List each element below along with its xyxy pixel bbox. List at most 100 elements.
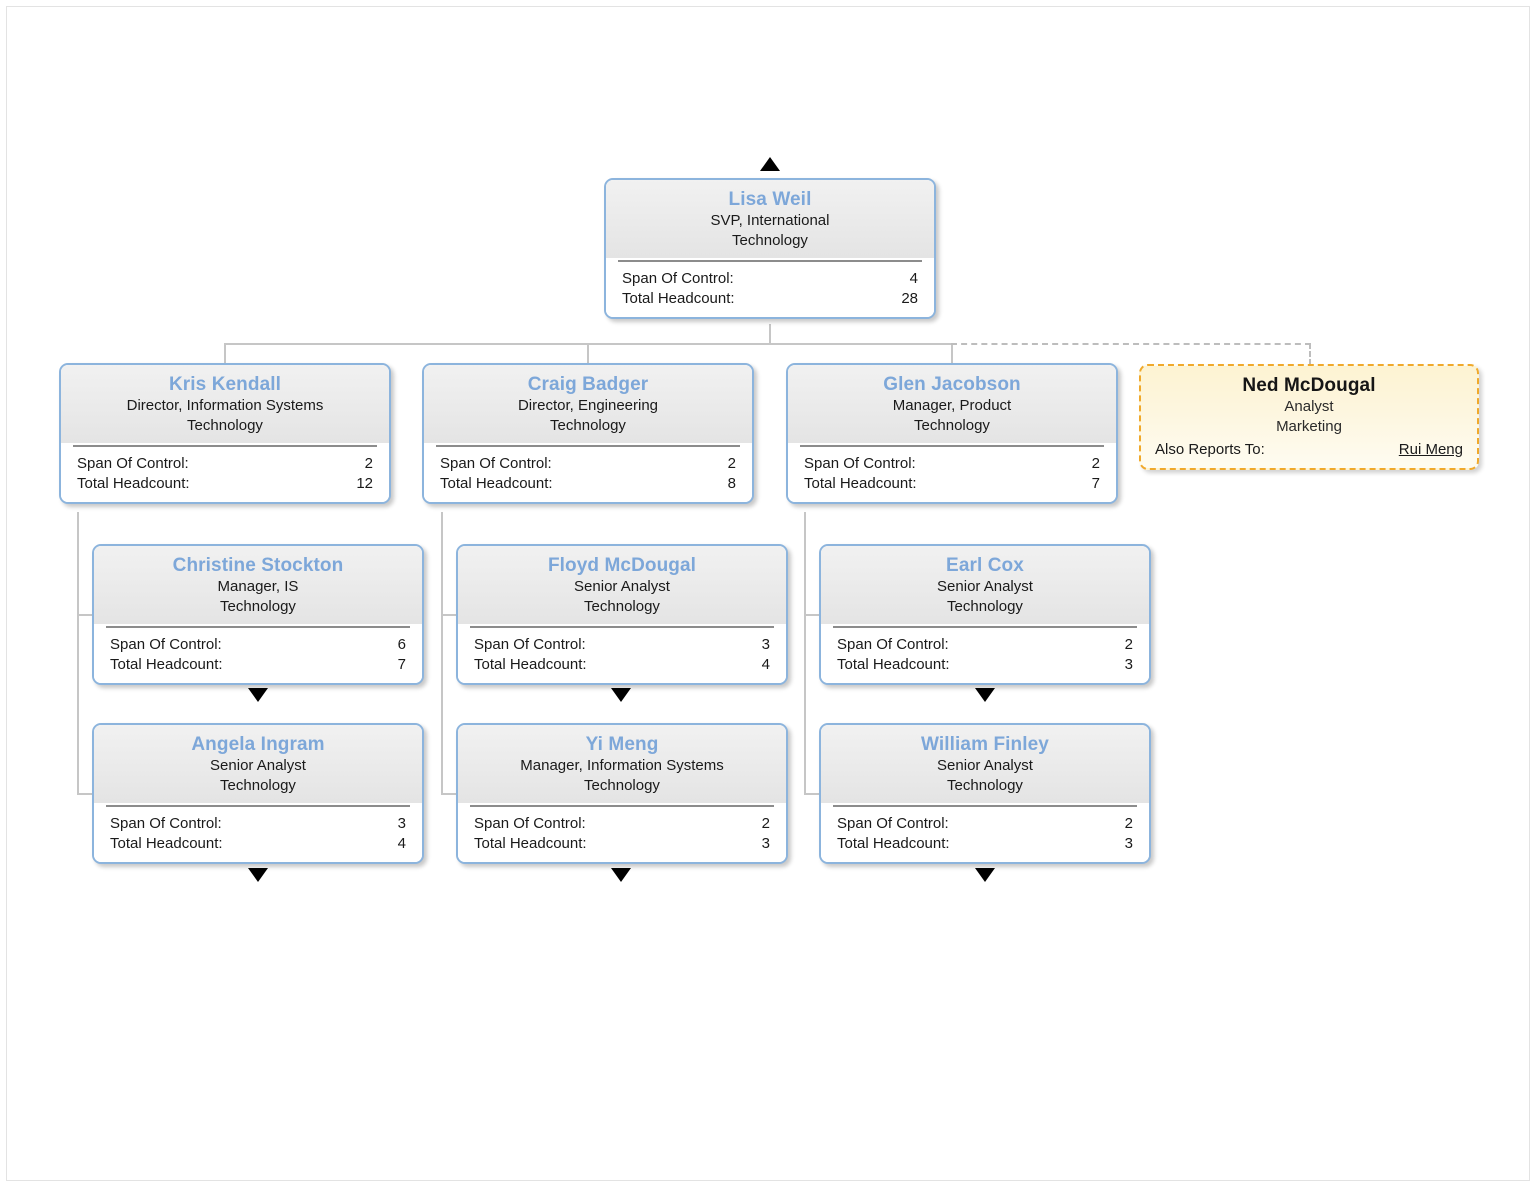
node-separator (106, 626, 410, 628)
stat-value: 7 (397, 656, 406, 673)
node-separator (106, 805, 410, 807)
connector-dashed-ned-horizontal (951, 343, 1311, 345)
node-name: Glen Jacobson (883, 374, 1021, 395)
node-also-reports: Also Reports To: Rui Meng (1141, 439, 1477, 468)
node-william-finley[interactable]: William Finley Senior Analyst Technology… (819, 723, 1151, 864)
stat-span-of-control: Span Of Control: 2 (804, 454, 1100, 474)
stat-label: Total Headcount: (440, 475, 553, 492)
stat-span-of-control: Span Of Control: 4 (622, 269, 918, 289)
node-header: Christine Stockton Manager, IS Technolog… (94, 546, 422, 624)
node-stats: Span Of Control: 3 Total Headcount: 4 (94, 807, 422, 862)
node-name: Lisa Weil (728, 189, 812, 210)
stat-total-headcount: Total Headcount: 7 (110, 655, 406, 675)
stat-label: Total Headcount: (110, 835, 223, 852)
stat-value: 4 (761, 656, 770, 673)
stat-span-of-control: Span Of Control: 6 (110, 635, 406, 655)
node-title: Senior Analyst (210, 757, 306, 774)
node-department: Technology (914, 417, 990, 434)
node-stats: Span Of Control: 6 Total Headcount: 7 (94, 628, 422, 683)
stat-total-headcount: Total Headcount: 3 (837, 834, 1133, 854)
node-stats: Span Of Control: 3 Total Headcount: 4 (458, 628, 786, 683)
node-glen-jacobson[interactable]: Glen Jacobson Manager, Product Technolog… (786, 363, 1118, 504)
node-name: Craig Badger (527, 374, 649, 395)
stat-value: 28 (901, 290, 918, 307)
node-header: Floyd McDougal Senior Analyst Technology (458, 546, 786, 624)
expand-down-arrow-floyd[interactable] (611, 688, 631, 702)
connector-trunk-kris (77, 512, 79, 794)
also-reports-to-link[interactable]: Rui Meng (1398, 441, 1463, 458)
node-lisa-weil[interactable]: Lisa Weil SVP, International Technology … (604, 178, 936, 319)
node-earl-cox[interactable]: Earl Cox Senior Analyst Technology Span … (819, 544, 1151, 685)
stat-value: 3 (761, 835, 770, 852)
node-separator (470, 805, 774, 807)
connector-branch-christine (77, 614, 95, 616)
node-department: Marketing (1276, 418, 1342, 435)
expand-down-arrow-william[interactable] (975, 868, 995, 882)
node-title: Manager, Information Systems (520, 757, 724, 774)
stat-value: 2 (761, 815, 770, 832)
node-title: Manager, Product (892, 397, 1012, 414)
connector-branch-william (804, 793, 822, 795)
stat-label: Span Of Control: (440, 455, 552, 472)
node-stats: Span Of Control: 2 Total Headcount: 8 (424, 447, 752, 502)
node-department: Technology (220, 598, 296, 615)
expand-down-arrow-yi[interactable] (611, 868, 631, 882)
stat-value: 3 (761, 636, 770, 653)
stat-label: Total Headcount: (77, 475, 190, 492)
parent-up-arrow[interactable] (760, 157, 780, 171)
node-title: SVP, International (710, 212, 830, 229)
node-stats: Span Of Control: 2 Total Headcount: 3 (458, 807, 786, 862)
stat-value: 2 (364, 455, 373, 472)
stat-label: Span Of Control: (837, 815, 949, 832)
node-angela-ingram[interactable]: Angela Ingram Senior Analyst Technology … (92, 723, 424, 864)
node-separator (436, 445, 740, 447)
node-name: Earl Cox (946, 555, 1024, 576)
node-title: Analyst (1284, 398, 1334, 415)
node-department: Technology (732, 232, 808, 249)
stat-value: 8 (727, 475, 736, 492)
node-department: Technology (550, 417, 626, 434)
connector-branch-angela (77, 793, 95, 795)
node-stats: Span Of Control: 4 Total Headcount: 28 (606, 262, 934, 317)
stat-span-of-control: Span Of Control: 2 (837, 635, 1133, 655)
stat-value: 3 (1124, 656, 1133, 673)
stat-value: 3 (1124, 835, 1133, 852)
node-title: Senior Analyst (574, 578, 670, 595)
node-stats: Span Of Control: 2 Total Headcount: 3 (821, 628, 1149, 683)
node-christine-stockton[interactable]: Christine Stockton Manager, IS Technolog… (92, 544, 424, 685)
stat-label: Span Of Control: (622, 270, 734, 287)
connector-branch-yi (441, 793, 459, 795)
stat-label: Span Of Control: (110, 815, 222, 832)
stat-label: Span Of Control: (804, 455, 916, 472)
node-craig-badger[interactable]: Craig Badger Director, Engineering Techn… (422, 363, 754, 504)
node-separator (470, 626, 774, 628)
expand-down-arrow-angela[interactable] (248, 868, 268, 882)
node-yi-meng[interactable]: Yi Meng Manager, Information Systems Tec… (456, 723, 788, 864)
stat-value: 4 (397, 835, 406, 852)
node-kris-kendall[interactable]: Kris Kendall Director, Information Syste… (59, 363, 391, 504)
stat-total-headcount: Total Headcount: 4 (110, 834, 406, 854)
stat-label: Span Of Control: (837, 636, 949, 653)
stat-total-headcount: Total Headcount: 8 (440, 474, 736, 494)
node-department: Technology (584, 598, 660, 615)
node-ned-mcdougal[interactable]: Ned McDougal Analyst Marketing Also Repo… (1139, 364, 1479, 470)
stat-total-headcount: Total Headcount: 3 (474, 834, 770, 854)
node-department: Technology (584, 777, 660, 794)
connector-root-bus (225, 343, 953, 345)
node-name: Christine Stockton (172, 555, 344, 576)
connector-dashed-ned-vertical (1309, 343, 1311, 365)
node-name: Ned McDougal (1242, 375, 1376, 396)
node-floyd-mcdougal[interactable]: Floyd McDougal Senior Analyst Technology… (456, 544, 788, 685)
node-separator (800, 445, 1104, 447)
node-title: Director, Engineering (517, 397, 659, 414)
stat-label: Total Headcount: (474, 656, 587, 673)
stat-total-headcount: Total Headcount: 3 (837, 655, 1133, 675)
node-header: Lisa Weil SVP, International Technology (606, 180, 934, 258)
node-title: Manager, IS (217, 578, 299, 595)
expand-down-arrow-christine[interactable] (248, 688, 268, 702)
connector-branch-earl (804, 614, 822, 616)
expand-down-arrow-earl[interactable] (975, 688, 995, 702)
stat-value: 4 (909, 270, 918, 287)
stat-value: 12 (356, 475, 373, 492)
